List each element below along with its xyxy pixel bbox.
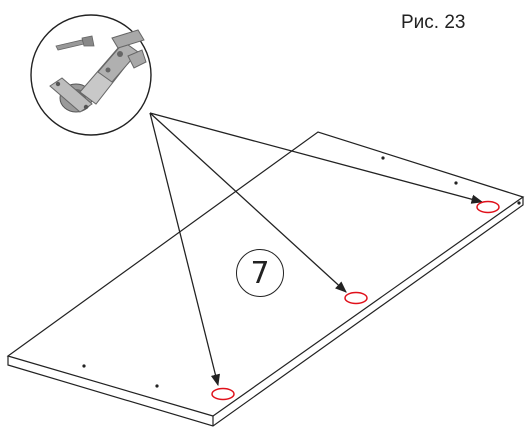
screw-dot — [155, 384, 159, 388]
screw-dots — [82, 156, 521, 388]
hinge-hole-bottom — [211, 387, 235, 401]
arrow-to-top-right — [149, 112, 484, 204]
screw-dot — [517, 201, 521, 205]
screw-dot — [381, 156, 385, 160]
figure-label: Рис. 23 — [401, 12, 466, 33]
part-number-badge: 7 — [236, 249, 284, 297]
arrow-to-bottom — [149, 112, 220, 387]
screw-dot — [454, 181, 458, 185]
hinge-hole-middle — [344, 291, 368, 305]
hinge-inset — [30, 14, 152, 136]
part-number: 7 — [250, 255, 270, 291]
screw-dot — [82, 364, 86, 368]
hinge-hole-markers — [211, 200, 500, 401]
concealed-hinge-icon — [49, 29, 147, 113]
pointer-arrows — [149, 112, 484, 387]
arrow-to-middle — [149, 112, 347, 293]
hinge-hole-top-right — [476, 200, 500, 214]
